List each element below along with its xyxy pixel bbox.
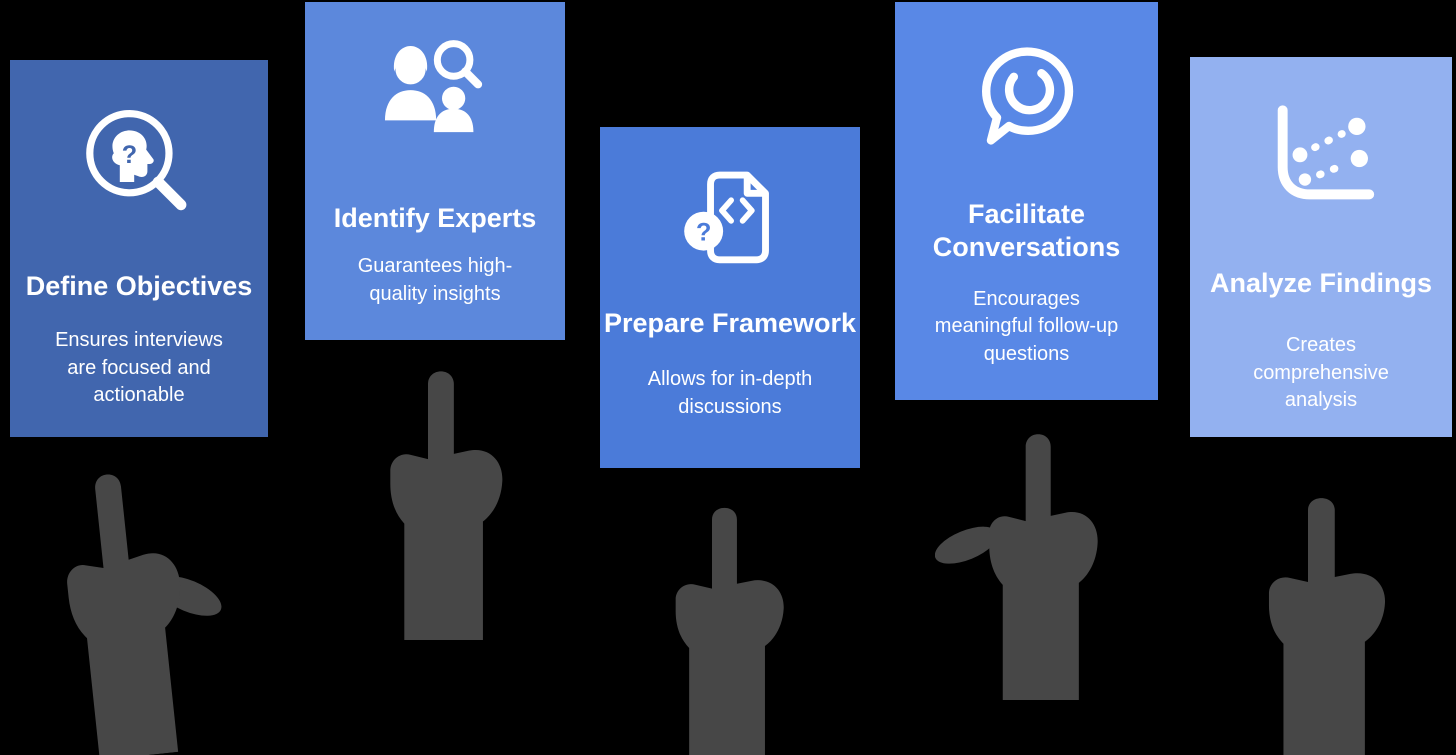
card-description: Ensures interviews are focused and actio…	[55, 328, 223, 407]
card-facilitate-conversations: Facilitate Conversations Encourages mean…	[895, 2, 1158, 400]
people-search-icon	[371, 32, 499, 160]
card-analyze-findings: Analyze Findings Creates comprehensive a…	[1190, 57, 1452, 437]
document-code-question-icon: ?	[667, 159, 793, 285]
card-description: Allows for in-depth discussions	[647, 367, 813, 418]
card-title: Facilitate Conversations	[932, 199, 1121, 262]
head-question-magnifier-icon: ?	[73, 98, 205, 230]
card-title: Analyze Findings	[1209, 268, 1433, 298]
svg-text:?: ?	[696, 218, 711, 246]
card-title: Prepare Framework	[603, 308, 857, 338]
speech-bubble-icon	[961, 36, 1093, 168]
pointing-hand-1	[52, 465, 230, 755]
card-description: Encourages meaningful follow-up question…	[934, 287, 1119, 366]
card-identify-experts: Identify Experts Guarantees high-quality…	[305, 2, 565, 340]
pointing-hand-5	[1250, 492, 1395, 755]
scatter-chart-icon	[1253, 93, 1389, 229]
card-define-objectives: ? Define Objectives Ensures interviews a…	[10, 60, 268, 437]
card-title: Identify Experts	[333, 203, 537, 233]
svg-text:?: ?	[122, 141, 137, 169]
card-description: Creates comprehensive analysis	[1253, 333, 1389, 412]
card-description: Guarantees high-quality insights	[357, 254, 513, 305]
pointing-hand-2	[372, 365, 512, 640]
pointing-hand-4	[935, 428, 1107, 700]
card-title: Define Objectives	[25, 271, 253, 301]
pointing-hand-3	[658, 502, 793, 755]
card-prepare-framework: ? Prepare Framework Allows for in-depth …	[600, 127, 860, 468]
